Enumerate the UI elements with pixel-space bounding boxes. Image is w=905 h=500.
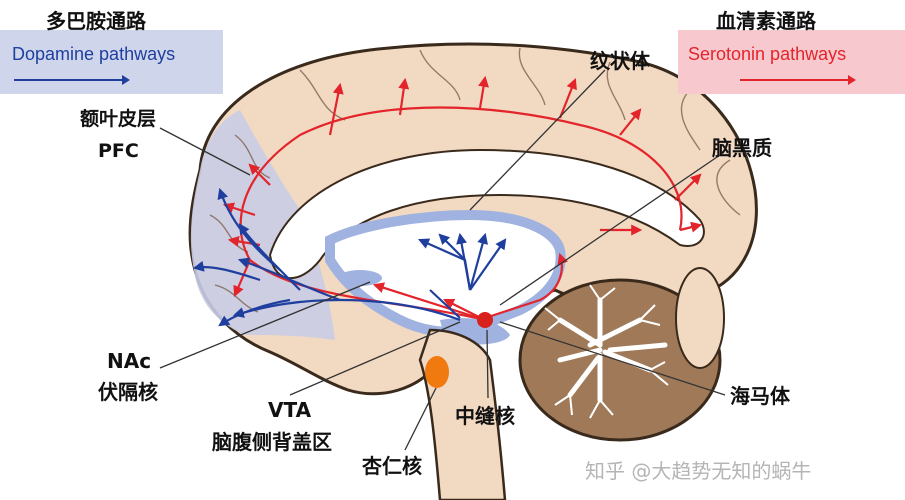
serotonin-legend: Serotonin pathways: [678, 30, 905, 94]
amygdala-label: 杏仁核: [362, 454, 422, 478]
vta-label-zh: 脑腹侧背盖区: [212, 430, 332, 454]
serotonin-arrows: [222, 75, 703, 322]
raphe-label: 中缝核: [455, 404, 515, 428]
dopamine-legend-arrow: [14, 75, 130, 85]
striatum-label: 纹状体: [590, 49, 650, 73]
serotonin-legend-label: Serotonin pathways: [688, 44, 847, 64]
substantia-nigra-label: 脑黑质: [712, 136, 772, 160]
nac-label-zh: 伏隔核: [98, 380, 158, 404]
dopamine-legend-title: 多巴胺通路: [46, 9, 146, 33]
serotonin-legend-title: 血清素通路: [716, 9, 816, 33]
cerebellum: [518, 267, 725, 442]
pfc-label-en: PFC: [98, 140, 139, 162]
nac-region: [338, 270, 382, 286]
amygdala: [425, 356, 449, 388]
leader-lines: [159, 69, 726, 451]
pfc-label-zh: 额叶皮层: [80, 108, 157, 130]
dopamine-legend: Dopamine pathways: [0, 30, 223, 94]
dopamine-legend-label: Dopamine pathways: [12, 44, 176, 64]
dopamine-arrows: [192, 187, 507, 327]
serotonin-legend-arrow: [740, 75, 856, 85]
vta-label-en: VTA: [268, 398, 312, 422]
nac-label-en: NAc: [107, 349, 152, 373]
raphe-nucleus: [477, 312, 493, 328]
watermark: 知乎 @大趋势无知的蜗牛: [585, 459, 812, 483]
hippocampus-label: 海马体: [730, 384, 790, 408]
